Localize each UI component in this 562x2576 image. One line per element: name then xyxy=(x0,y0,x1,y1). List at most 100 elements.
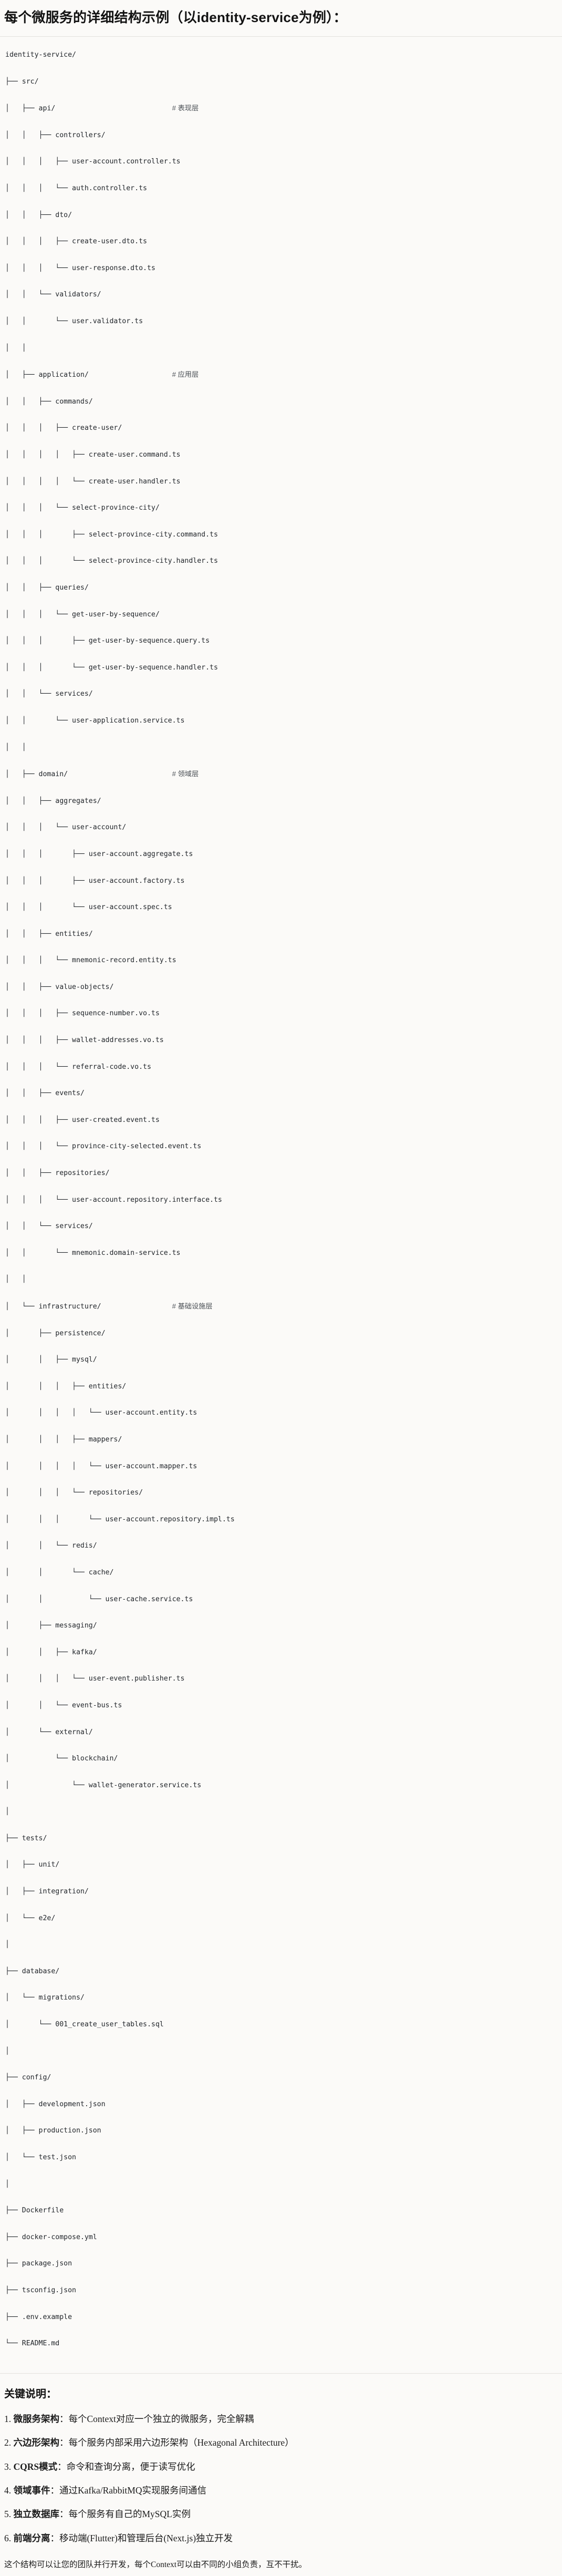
tree-node-label: │ │ ├── queries/ xyxy=(5,583,89,592)
tree-gap xyxy=(55,105,172,112)
tree-gap xyxy=(101,1303,172,1311)
tree-row: │ │ └── services/ xyxy=(5,1220,557,1233)
tree-node-label: │ │ │ ├── sequence-number.vo.ts xyxy=(5,1009,160,1018)
tree-row: │ │ │ ├── mappers/ xyxy=(5,1433,557,1446)
tree-node-label: │ │ │ └── user-account.repository.interf… xyxy=(5,1196,222,1204)
tree-node-label: │ │ xyxy=(5,1275,26,1284)
tree-node-label: │ xyxy=(5,1808,9,1816)
key-note-index: 6. xyxy=(4,2532,14,2543)
tree-row: │ │ │ ├── wallet-addresses.vo.ts xyxy=(5,1034,557,1047)
key-note-item: 6. 前端分离：移动端(Flutter)和管理后台(Next.js)独立开发 xyxy=(4,2532,558,2545)
tree-row: │ │ │ └── user-account/ xyxy=(5,821,557,834)
tree-row: │ │ └── validators/ xyxy=(5,288,557,301)
tree-row: │ xyxy=(5,2045,557,2058)
tree-row: │ │ │ └── auth.controller.ts xyxy=(5,182,557,195)
tree-row: │ │ ├── aggregates/ xyxy=(5,795,557,808)
tree-row: │ │ └── redis/ xyxy=(5,1539,557,1552)
key-note-description: 移动端(Flutter)和管理后台(Next.js)独立开发 xyxy=(59,2532,233,2543)
tree-row: │ │ │ └── get-user-by-sequence/ xyxy=(5,608,557,621)
tree-node-label: │ ├── development.json xyxy=(5,2100,106,2108)
tree-row: │ │ │ ├── user-account.factory.ts xyxy=(5,874,557,888)
key-note-index: 3. xyxy=(4,2461,14,2472)
tree-row: └── README.md xyxy=(5,2337,557,2350)
tree-node-label: │ │ │ ├── wallet-addresses.vo.ts xyxy=(5,1036,164,1045)
tree-row: │ │ │ ├── sequence-number.vo.ts xyxy=(5,1007,557,1020)
tree-node-label: │ │ │ ├── select-province-city.command.t… xyxy=(5,530,218,539)
tree-row: │ │ xyxy=(5,1273,557,1286)
key-note-item: 1. 微服务架构：每个Context对应一个独立的微服务，完全解耦 xyxy=(4,2413,558,2426)
tree-node-label: │ │ └── services/ xyxy=(5,690,93,698)
key-note-description: 每个Context对应一个独立的微服务，完全解耦 xyxy=(68,2413,254,2424)
tree-node-label: │ └── migrations/ xyxy=(5,1994,85,2002)
tree-node-label: │ │ │ │ └── user-account.entity.ts xyxy=(5,1409,197,1417)
tree-row: ├── src/ xyxy=(5,75,557,88)
key-note-index: 4. xyxy=(4,2485,14,2496)
tree-row: │ │ │ ├── user-account.controller.ts xyxy=(5,155,557,168)
tree-row: │ │ │ ├── get-user-by-sequence.query.ts xyxy=(5,634,557,647)
tree-node-label: │ │ └── user-application.service.ts xyxy=(5,716,185,725)
tree-node-label: │ │ │ │ └── create-user.handler.ts xyxy=(5,477,181,486)
key-note-term: 前端分离 xyxy=(13,2532,50,2543)
tree-node-label: │ │ │ └── user-response.dto.ts xyxy=(5,264,155,272)
tree-node-label: │ │ │ └── user-account.spec.ts xyxy=(5,903,172,912)
tree-node-label: │ ├── unit/ xyxy=(5,1861,60,1869)
tree-node-label: │ ├── integration/ xyxy=(5,1888,89,1896)
tree-row: │ │ ├── mysql/ xyxy=(5,1353,557,1366)
tree-node-label: │ │ │ └── select-province-city/ xyxy=(5,504,160,512)
key-note-separator: ： xyxy=(57,2461,67,2472)
tree-row: │ ├── development.json xyxy=(5,2098,557,2111)
tree-row: │ │ └── cache/ xyxy=(5,1566,557,1579)
tree-node-label: │ └── 001_create_user_tables.sql xyxy=(5,2021,164,2029)
directory-tree-section: identity-service/ ├── src/ │ ├── api/ # … xyxy=(0,37,562,2374)
tree-row: │ │ │ └── user-account.repository.impl.t… xyxy=(5,1513,557,1526)
tree-row: │ xyxy=(5,1938,557,1951)
tree-row: │ └── external/ xyxy=(5,1726,557,1739)
tree-node-label: │ │ │ └── mnemonic-record.entity.ts xyxy=(5,956,176,965)
tree-row: │ ├── application/ # 应用层 xyxy=(5,368,557,382)
tree-node-label: │ │ │ └── get-user-by-sequence/ xyxy=(5,610,160,619)
tree-node-label: ├── package.json xyxy=(5,2260,72,2268)
tree-row: │ │ │ ├── create-user.dto.ts xyxy=(5,235,557,248)
tree-node-label: ├── src/ xyxy=(5,77,39,86)
tree-row: │ │ ├── events/ xyxy=(5,1087,557,1100)
key-note-separator: ： xyxy=(59,2413,69,2424)
tree-row: │ │ │ └── user-account.spec.ts xyxy=(5,901,557,914)
tree-node-label: │ │ │ ├── user-account.controller.ts xyxy=(5,158,181,166)
tree-node-label: │ │ │ ├── create-user/ xyxy=(5,424,122,432)
tree-node-label: │ │ └── event-bus.ts xyxy=(5,1701,122,1709)
key-notes-list: 1. 微服务架构：每个Context对应一个独立的微服务，完全解耦 2. 六边形架… xyxy=(4,2413,558,2545)
tree-row: │ │ │ ├── select-province-city.command.t… xyxy=(5,528,557,541)
tree-row: │ xyxy=(5,1805,557,1818)
tree-node-label: │ │ ├── value-objects/ xyxy=(5,983,114,991)
key-note-separator: ： xyxy=(59,2437,69,2448)
tree-node-label: │ ├── api/ xyxy=(5,105,56,113)
tree-node-label: │ └── e2e/ xyxy=(5,1914,56,1922)
key-note-description: 命令和查询分离，便于读写优化 xyxy=(66,2461,195,2472)
tree-node-label: ├── .env.example xyxy=(5,2313,72,2321)
tree-node-label: │ │ └── user-cache.service.ts xyxy=(5,1595,193,1603)
tree-row: │ └── e2e/ xyxy=(5,1912,557,1925)
tree-row: ├── config/ xyxy=(5,2071,557,2084)
tree-row: │ │ │ │ ├── create-user.command.ts xyxy=(5,448,557,461)
tree-node-label: identity-service/ xyxy=(5,51,76,59)
tree-node-label: │ │ ├── controllers/ xyxy=(5,131,106,139)
tree-node-label: │ │ ├── events/ xyxy=(5,1089,85,1098)
tree-node-label: ├── config/ xyxy=(5,2074,51,2082)
tree-node-label: │ │ │ ├── create-user.dto.ts xyxy=(5,238,147,246)
tree-node-label: │ │ └── cache/ xyxy=(5,1568,114,1576)
tree-row: │ ├── domain/ # 领域层 xyxy=(5,767,557,781)
tree-row: │ │ │ └── mnemonic-record.entity.ts xyxy=(5,954,557,967)
tree-row: │ ├── api/ # 表现层 xyxy=(5,101,557,115)
tree-node-label: ├── tsconfig.json xyxy=(5,2286,76,2294)
tree-node-label: │ ├── production.json xyxy=(5,2127,101,2135)
tree-row: │ │ └── user-cache.service.ts xyxy=(5,1593,557,1606)
tree-row: │ ├── persistence/ xyxy=(5,1327,557,1340)
tree-row: │ ├── messaging/ xyxy=(5,1619,557,1632)
key-note-item: 2. 六边形架构：每个服务内部采用六边形架构（Hexagonal Archite… xyxy=(4,2436,558,2449)
tree-node-label: │ │ xyxy=(5,344,26,352)
tree-row: │ xyxy=(5,2178,557,2191)
tree-row: │ │ ├── queries/ xyxy=(5,581,557,594)
key-note-separator: ： xyxy=(59,2509,69,2520)
tree-row: │ │ ├── kafka/ xyxy=(5,1646,557,1659)
tree-node-label: │ │ └── services/ xyxy=(5,1222,93,1231)
